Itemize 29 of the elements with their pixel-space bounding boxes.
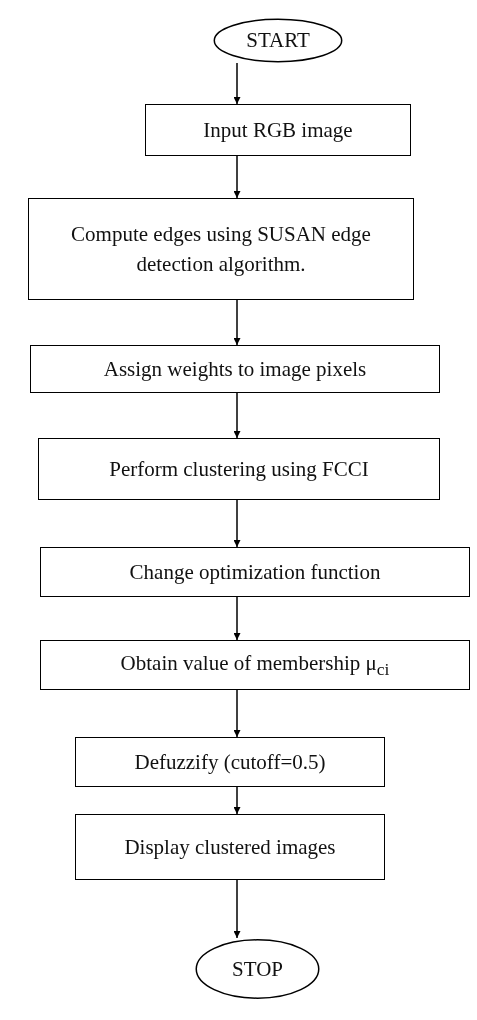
step-label: Assign weights to image pixels [102, 355, 368, 383]
step-label: Defuzzify (cutoff=0.5) [133, 748, 327, 776]
arrow [233, 499, 241, 548]
terminal-label: STOP [231, 955, 284, 983]
step-label: Obtain value of membership μ$_{ci}$ [119, 649, 391, 681]
step-label: Perform clustering using FCCI [108, 455, 370, 483]
process-box [145, 104, 411, 156]
arrow [233, 62, 241, 105]
process-box [30, 345, 440, 393]
terminal-ellipse [213, 18, 343, 63]
step-label: Display clustered images [123, 833, 337, 861]
arrow [233, 299, 241, 346]
arrow [233, 879, 241, 939]
arrow [233, 786, 241, 815]
arrow [233, 155, 241, 199]
terminal-label: START [245, 27, 311, 55]
process-box [75, 814, 385, 880]
process-box [40, 640, 470, 690]
process-box [28, 198, 414, 300]
process-box [40, 547, 470, 597]
arrow [233, 392, 241, 439]
step-label: Input RGB image [202, 116, 354, 144]
process-box [38, 438, 440, 500]
arrow [233, 689, 241, 738]
process-box [75, 737, 385, 787]
step-label: Change optimization function [128, 558, 382, 586]
arrow [233, 596, 241, 641]
terminal-ellipse [195, 938, 320, 1000]
step-label: Compute edges using SUSAN edge detection algorithm. [70, 220, 372, 278]
